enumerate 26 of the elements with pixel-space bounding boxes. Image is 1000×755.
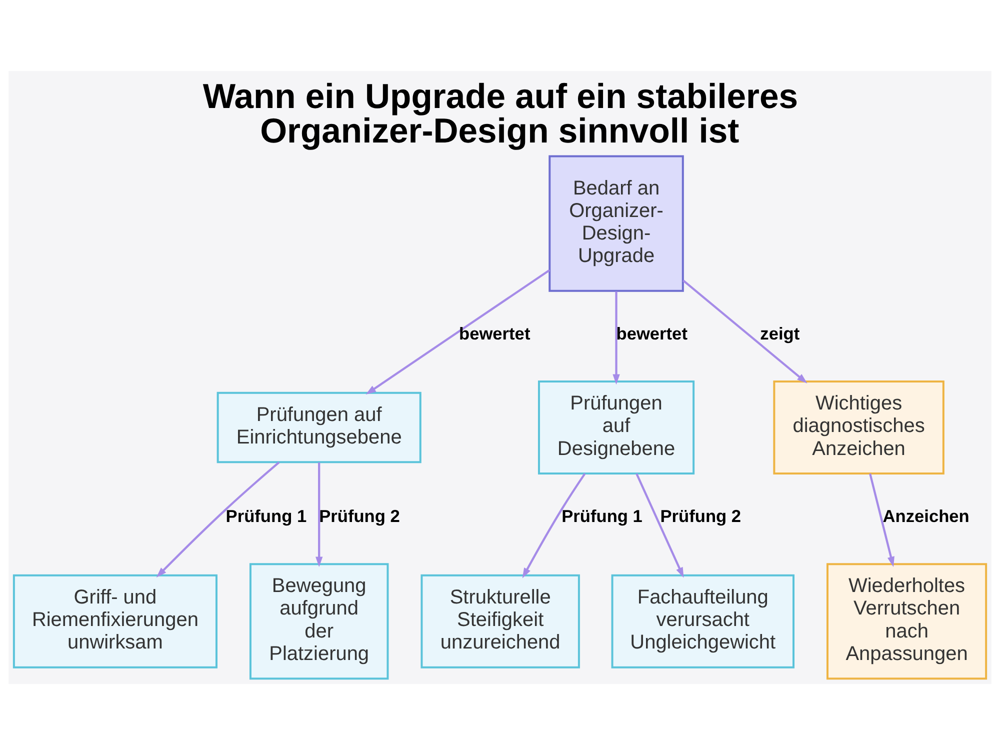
arrow [612,291,620,385]
edge-label: Anzeichen [882,506,970,526]
node-box: Wiederholtes Verrutschen nach Anpassungen [826,563,988,680]
node-box: Prüfungen auf Designebene [538,380,695,474]
edge-label: zeigt [760,323,800,344]
edge-label: Prüfung 1 [226,506,307,526]
edge-label: Prüfung 2 [660,506,742,526]
node-box: Wichtiges diagnostisches Anzeichen [773,380,944,474]
edge-label: bewertet [459,323,530,344]
edge-label: Prüfung 1 [562,506,642,526]
arrow [156,462,280,578]
node-box: Fachaufteilung verursacht Ungleichgewicht [611,574,794,668]
arrow [366,269,550,395]
node-box: Bewegung aufgrund der Platzierung [249,563,389,680]
node-box: Bedarf an Organizer-Design-Upgrade [548,155,684,292]
arrow [869,473,894,567]
arrow [682,280,808,384]
arrow [636,473,684,578]
edge-label: Prüfung 2 [319,506,400,526]
node-box: Prüfungen auf Einrichtungsebene [216,392,422,464]
edge-label: bewertet [616,323,688,344]
node-box: Strukturelle Steifigkeit unzureichend [420,574,580,668]
node-box: Griff- und Riemenfixierungen unwirksam [12,574,218,668]
diagram-title: Wann ein Upgrade auf ein stabileres Organizer-Design sinnvoll ist [202,78,798,151]
arrow [522,472,586,578]
arrow [316,462,323,567]
